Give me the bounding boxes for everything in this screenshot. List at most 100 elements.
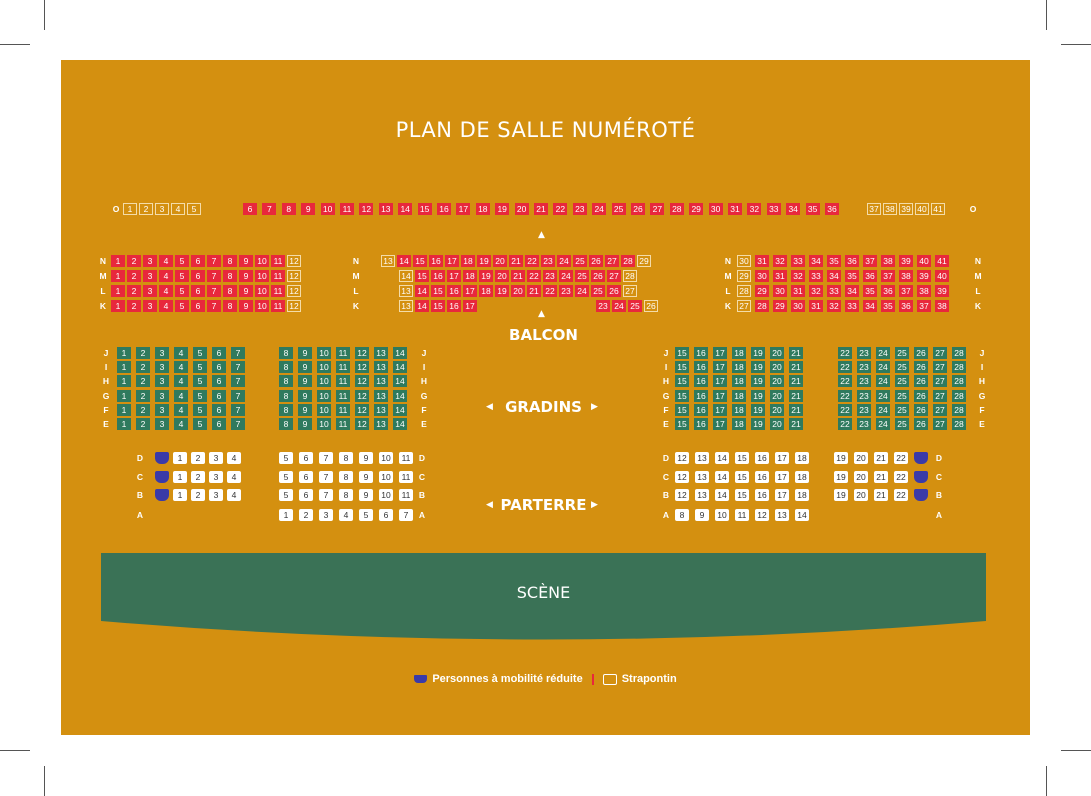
seat[interactable]: 28 xyxy=(669,203,684,215)
seat[interactable]: 15 xyxy=(675,347,689,359)
seat[interactable]: 12 xyxy=(359,203,374,215)
seat[interactable]: 9 xyxy=(298,347,312,359)
seat[interactable]: 11 xyxy=(399,489,413,501)
seat[interactable]: 2 xyxy=(136,347,150,359)
seat[interactable]: 4 xyxy=(174,375,188,388)
seat[interactable]: 20 xyxy=(854,452,868,464)
seat[interactable]: 12 xyxy=(355,347,369,359)
strapontin-seat[interactable]: 37 xyxy=(867,203,881,215)
seat[interactable]: 1 xyxy=(173,471,187,483)
seat[interactable]: 2 xyxy=(127,300,141,312)
seat[interactable]: 19 xyxy=(495,203,510,215)
seat[interactable]: 15 xyxy=(675,403,689,416)
seat[interactable]: 4 xyxy=(174,403,188,416)
seat[interactable]: 9 xyxy=(695,509,709,521)
seat[interactable]: 17 xyxy=(463,285,477,297)
seat[interactable]: 23 xyxy=(857,403,871,416)
seat[interactable]: 6 xyxy=(299,471,313,483)
seat[interactable]: 18 xyxy=(795,452,809,464)
strapontin-seat[interactable]: 27 xyxy=(737,300,751,312)
seat[interactable]: 8 xyxy=(279,389,293,402)
seat[interactable]: 17 xyxy=(463,300,477,312)
seat[interactable]: 10 xyxy=(317,375,331,388)
seat[interactable]: 28 xyxy=(952,375,966,388)
seat[interactable]: 15 xyxy=(675,389,689,402)
seat[interactable]: 11 xyxy=(336,403,350,416)
seat[interactable]: 3 xyxy=(155,418,169,430)
seat[interactable]: 10 xyxy=(317,347,331,359)
seat[interactable]: 10 xyxy=(255,255,269,267)
seat[interactable]: 5 xyxy=(193,418,207,430)
seat[interactable]: 5 xyxy=(279,452,293,464)
seat[interactable]: 27 xyxy=(933,418,947,430)
seat[interactable]: 3 xyxy=(143,300,157,312)
strapontin-seat[interactable]: 29 xyxy=(737,270,751,282)
seat[interactable]: 3 xyxy=(209,489,223,501)
seat[interactable]: 21 xyxy=(789,389,803,402)
seat[interactable]: 7 xyxy=(231,347,245,359)
seat[interactable]: 21 xyxy=(789,347,803,359)
seat[interactable]: 7 xyxy=(231,389,245,402)
seat[interactable]: 4 xyxy=(227,471,241,483)
seat[interactable]: 11 xyxy=(399,471,413,483)
seat[interactable]: 26 xyxy=(914,347,928,359)
seat[interactable]: 23 xyxy=(543,270,557,282)
seat[interactable]: 16 xyxy=(447,285,461,297)
seat[interactable]: 2 xyxy=(136,389,150,402)
seat[interactable]: 4 xyxy=(159,285,173,297)
seat[interactable]: 19 xyxy=(751,418,765,430)
seat[interactable]: 1 xyxy=(117,347,131,359)
seat[interactable]: 7 xyxy=(319,452,333,464)
seat[interactable]: 29 xyxy=(689,203,704,215)
strapontin-seat[interactable]: 5 xyxy=(187,203,201,215)
seat[interactable]: 33 xyxy=(766,203,781,215)
seat[interactable]: 24 xyxy=(876,403,890,416)
seat[interactable]: 1 xyxy=(173,489,187,501)
seat[interactable]: 10 xyxy=(317,389,331,402)
seat[interactable]: 6 xyxy=(212,418,226,430)
strapontin-seat[interactable]: 4 xyxy=(171,203,185,215)
seat[interactable]: 15 xyxy=(413,255,427,267)
seat[interactable]: 17 xyxy=(713,403,727,416)
seat[interactable]: 14 xyxy=(393,418,407,430)
seat[interactable]: 11 xyxy=(271,270,285,282)
seat[interactable]: 27 xyxy=(605,255,619,267)
seat[interactable]: 20 xyxy=(511,285,525,297)
seat[interactable]: 16 xyxy=(755,471,769,483)
strapontin-seat[interactable]: 14 xyxy=(399,270,413,282)
seat[interactable]: 3 xyxy=(319,509,333,521)
seat[interactable]: 7 xyxy=(231,403,245,416)
seat[interactable]: 22 xyxy=(553,203,568,215)
seat[interactable]: 7 xyxy=(262,203,277,215)
seat[interactable]: 3 xyxy=(209,452,223,464)
seat[interactable]: 4 xyxy=(174,361,188,374)
seat[interactable]: 15 xyxy=(431,300,445,312)
seat[interactable]: 4 xyxy=(339,509,353,521)
strapontin-seat[interactable]: 27 xyxy=(623,285,637,297)
seat[interactable]: 11 xyxy=(336,361,350,374)
seat[interactable]: 3 xyxy=(209,471,223,483)
seat[interactable]: 32 xyxy=(773,255,787,267)
seat[interactable]: 19 xyxy=(477,255,491,267)
seat[interactable]: 8 xyxy=(281,203,296,215)
pmr-seat[interactable] xyxy=(155,452,169,464)
seat[interactable]: 9 xyxy=(298,418,312,430)
seat[interactable]: 22 xyxy=(543,285,557,297)
seat[interactable]: 37 xyxy=(899,285,913,297)
seat[interactable]: 33 xyxy=(809,270,823,282)
seat[interactable]: 17 xyxy=(456,203,471,215)
pmr-seat[interactable] xyxy=(914,471,928,483)
seat[interactable]: 21 xyxy=(509,255,523,267)
seat[interactable]: 22 xyxy=(894,452,908,464)
seat[interactable]: 32 xyxy=(791,270,805,282)
seat[interactable]: 24 xyxy=(876,389,890,402)
seat[interactable]: 18 xyxy=(461,255,475,267)
seat[interactable]: 31 xyxy=(773,270,787,282)
seat[interactable]: 9 xyxy=(298,389,312,402)
seat[interactable]: 20 xyxy=(770,403,784,416)
seat[interactable]: 2 xyxy=(191,452,205,464)
seat[interactable]: 5 xyxy=(193,347,207,359)
seat[interactable]: 14 xyxy=(715,489,729,501)
seat[interactable]: 10 xyxy=(317,418,331,430)
seat[interactable]: 5 xyxy=(175,285,189,297)
